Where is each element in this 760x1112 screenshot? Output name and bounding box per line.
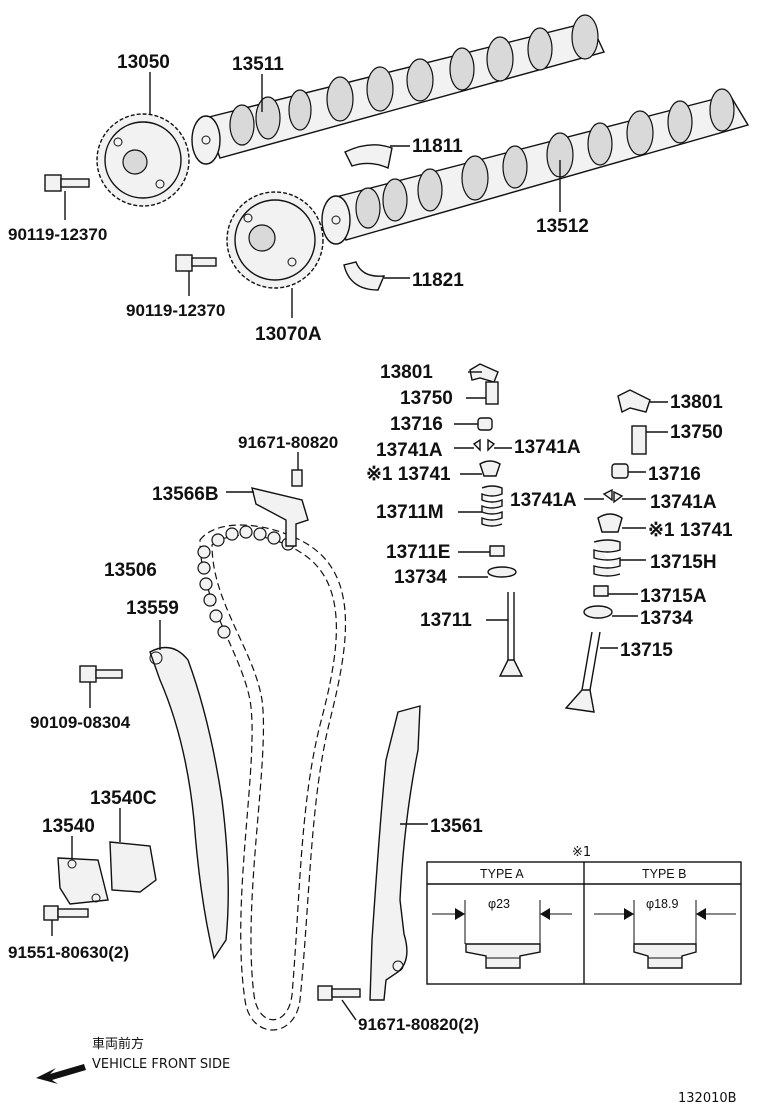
label-13801-left: 13801 [380,362,433,383]
label-13741-left: ※1 13741 [366,464,451,485]
bearing-11811 [344,144,410,169]
inset-dia-a: φ23 [488,897,510,911]
bearing-11821 [343,261,410,291]
label-13715: 13715 [620,640,673,661]
label-13750-left: 13750 [400,388,453,409]
inset-note-mark: ※1 [572,845,591,860]
label-13711E: 13711E [386,542,450,563]
label-91671-80820: 91671-80820 [238,433,338,452]
footer-jp-label: 車両前方 [92,1036,144,1052]
label-13750-right: 13750 [670,422,723,443]
bolt-icon [317,985,361,1021]
label-13540C: 13540C [90,788,157,809]
retainer-type-a-drawing [432,900,572,969]
label-13050: 13050 [117,52,170,73]
front-direction-arrow-icon [36,1064,86,1084]
inset-type-table [426,861,742,985]
valve-train-right [564,389,651,713]
label-13741A-left-a: 13741A [376,440,443,461]
inset-dia-b: φ18.9 [646,897,678,911]
label-90109-08304: 90109-08304 [30,713,131,732]
label-13512: 13512 [536,216,589,237]
bolt-icon [44,174,90,220]
label-91671-80820-2: 91671-80820(2) [358,1015,479,1034]
label-11821: 11821 [412,270,464,291]
sprocket-13050 [96,113,190,207]
label-91551-80630: 91551-80630(2) [8,943,129,962]
label-13506: 13506 [104,560,157,581]
inset-type-a: TYPE A [480,867,524,881]
damper-13561 [369,705,428,1001]
label-13561: 13561 [430,816,483,837]
bolt-icon [43,905,89,936]
figure-id: 132010B [678,1091,737,1106]
label-13801-right: 13801 [670,392,723,413]
camshaft-upper [191,14,605,165]
label-13715H: 13715H [650,552,717,573]
label-13711M: 13711M [376,502,444,523]
label-13711: 13711 [420,610,472,631]
label-13741A-right-b: 13741A [650,492,717,513]
label-13716-left: 13716 [390,414,443,435]
tensioner-13540 [57,808,157,905]
valve-train-left [469,363,524,677]
label-13741A-left-b: 13741A [514,437,581,458]
bolt-icon [79,665,123,708]
label-13070A: 13070A [255,324,322,345]
chain-guide-13566B [226,452,309,547]
label-13566B: 13566B [152,484,219,505]
label-11811: 11811 [412,136,463,157]
label-13540: 13540 [42,816,95,837]
label-13741A-right-a: 13741A [510,490,577,511]
inset-type-b: TYPE B [642,867,686,881]
label-13715A: 13715A [640,586,707,607]
label-13734-left: 13734 [394,567,447,588]
footer-direction-label: VEHICLE FRONT SIDE [92,1057,230,1072]
label-13511: 13511 [232,54,284,75]
label-bolt-left-1: 90119-12370 [8,225,107,244]
timing-chain [197,524,346,1031]
label-13741-right: ※1 13741 [648,520,733,541]
bolt-icon [175,254,217,296]
label-13734-right: 13734 [640,608,693,629]
label-13559: 13559 [126,598,179,619]
label-bolt-left-2: 90119-12370 [126,301,225,320]
slipper-13559 [149,620,229,960]
retainer-type-b-drawing [594,900,736,969]
camshaft-lower [321,88,750,245]
sprocket-13070A [226,191,324,289]
label-13716-right: 13716 [648,464,701,485]
